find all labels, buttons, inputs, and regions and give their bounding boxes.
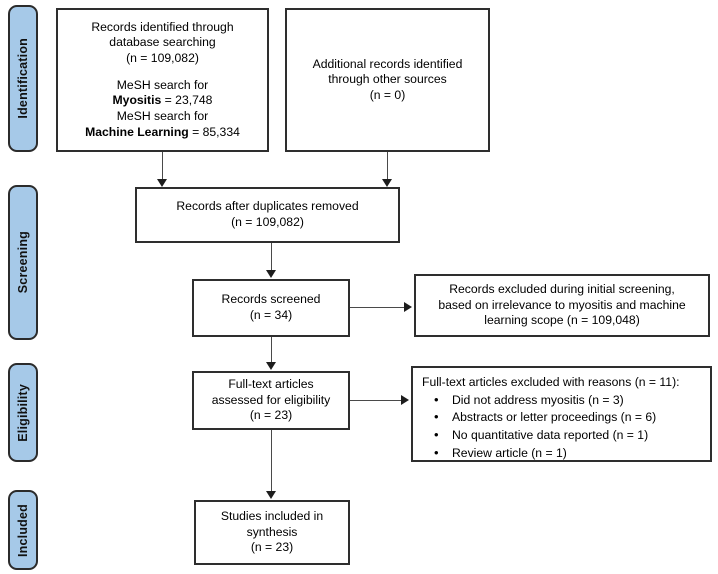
stage-tab-included: Included — [8, 490, 38, 570]
box-database-records-text: Records identified through database sear… — [79, 20, 246, 140]
list-item: Review article (n = 1) — [434, 444, 704, 463]
db-ml-count: = 85,334 — [188, 124, 240, 139]
arrowhead-screened-to-fulltext — [266, 362, 276, 370]
arrowhead-database-to-duplicates — [157, 179, 167, 187]
stage-tab-screening: Screening — [8, 185, 38, 340]
screened-line1: Records screened — [221, 292, 321, 307]
connector-screened-to-fulltext — [271, 337, 272, 363]
arrowhead-screened-to-excluded — [404, 302, 412, 312]
list-item: Did not address myositis (n = 3) — [434, 391, 704, 410]
stage-label-identification: Identification — [15, 38, 30, 119]
connector-other-to-duplicates — [387, 152, 388, 180]
box-fulltext-excluded: Full-text articles excluded with reasons… — [411, 366, 712, 462]
box-records-screened: Records screened (n = 34) — [192, 279, 350, 337]
box-fulltext-assessed: Full-text articles assessed for eligibil… — [192, 371, 350, 430]
excluded-line2: based on irrelevance to myositis and mac… — [438, 297, 686, 312]
fulltext-line1: Full-text articles — [228, 377, 314, 392]
excluded-line1: Records excluded during initial screenin… — [449, 282, 675, 297]
db-myositis-count: = 23,748 — [161, 93, 213, 108]
excluded-line3: learning scope (n = 109,048) — [484, 313, 640, 328]
arrowhead-fulltext-to-reasons — [401, 395, 409, 405]
db-spacer — [85, 67, 240, 78]
list-item: Abstracts or letter proceedings (n = 6) — [434, 408, 704, 427]
fulltext-line2: assessed for eligibility — [211, 392, 331, 407]
included-line2: synthesis — [246, 524, 298, 539]
box-duplicates-removed: Records after duplicates removed (n = 10… — [135, 187, 400, 243]
stage-tab-eligibility: Eligibility — [8, 363, 38, 462]
connector-database-to-duplicates — [162, 152, 163, 180]
screened-line2: (n = 34) — [249, 308, 293, 322]
box-studies-included-text: Studies included in synthesis (n = 23) — [215, 509, 329, 556]
db-line6: MeSH search for — [116, 108, 209, 123]
db-line2: database searching — [109, 35, 216, 50]
box-database-records: Records identified through database sear… — [56, 8, 269, 152]
stage-label-included: Included — [15, 503, 30, 557]
included-line3: (n = 23) — [250, 540, 294, 555]
reasons-heading: Full-text articles excluded with reasons… — [422, 375, 680, 389]
other-line2: through other sources — [328, 72, 447, 87]
other-line3: (n = 0) — [369, 87, 406, 102]
connector-screened-to-excluded — [350, 307, 405, 308]
box-records-excluded: Records excluded during initial screenin… — [414, 274, 710, 337]
db-myositis-label: Myositis — [112, 93, 162, 108]
dup-line1: Records after duplicates removed — [176, 199, 359, 214]
arrowhead-other-to-duplicates — [382, 179, 392, 187]
connector-duplicates-to-screened — [271, 243, 272, 271]
box-records-screened-text: Records screened (n = 34) — [216, 292, 327, 323]
box-studies-included: Studies included in synthesis (n = 23) — [194, 500, 350, 565]
included-line1: Studies included in — [220, 509, 324, 524]
arrowhead-duplicates-to-screened — [266, 270, 276, 278]
stage-tab-identification: Identification — [8, 5, 38, 152]
connector-fulltext-to-included — [271, 430, 272, 492]
arrowhead-fulltext-to-included — [266, 491, 276, 499]
box-other-sources: Additional records identified through ot… — [285, 8, 490, 152]
box-duplicates-removed-text: Records after duplicates removed (n = 10… — [170, 199, 364, 230]
exclusion-reason-list: Did not address myositis (n = 3) Abstrac… — [422, 391, 704, 463]
fulltext-line3: (n = 23) — [249, 408, 293, 423]
db-ml-label: Machine Learning — [85, 124, 189, 139]
connector-fulltext-to-reasons — [350, 400, 402, 401]
box-records-excluded-text: Records excluded during initial screenin… — [432, 282, 691, 329]
stage-label-screening: Screening — [15, 231, 30, 294]
dup-line2: (n = 109,082) — [231, 215, 304, 229]
stage-label-eligibility: Eligibility — [15, 383, 30, 442]
list-item: No quantitative data reported (n = 1) — [434, 426, 704, 445]
box-other-sources-text: Additional records identified through ot… — [307, 57, 469, 104]
db-line4: MeSH search for — [116, 77, 209, 92]
db-line1: Records identified through — [91, 19, 234, 34]
box-fulltext-assessed-text: Full-text articles assessed for eligibil… — [206, 377, 337, 424]
box-fulltext-excluded-text: Full-text articles excluded with reasons… — [413, 368, 710, 462]
other-line1: Additional records identified — [312, 56, 463, 71]
db-line3: (n = 109,082) — [126, 51, 199, 66]
